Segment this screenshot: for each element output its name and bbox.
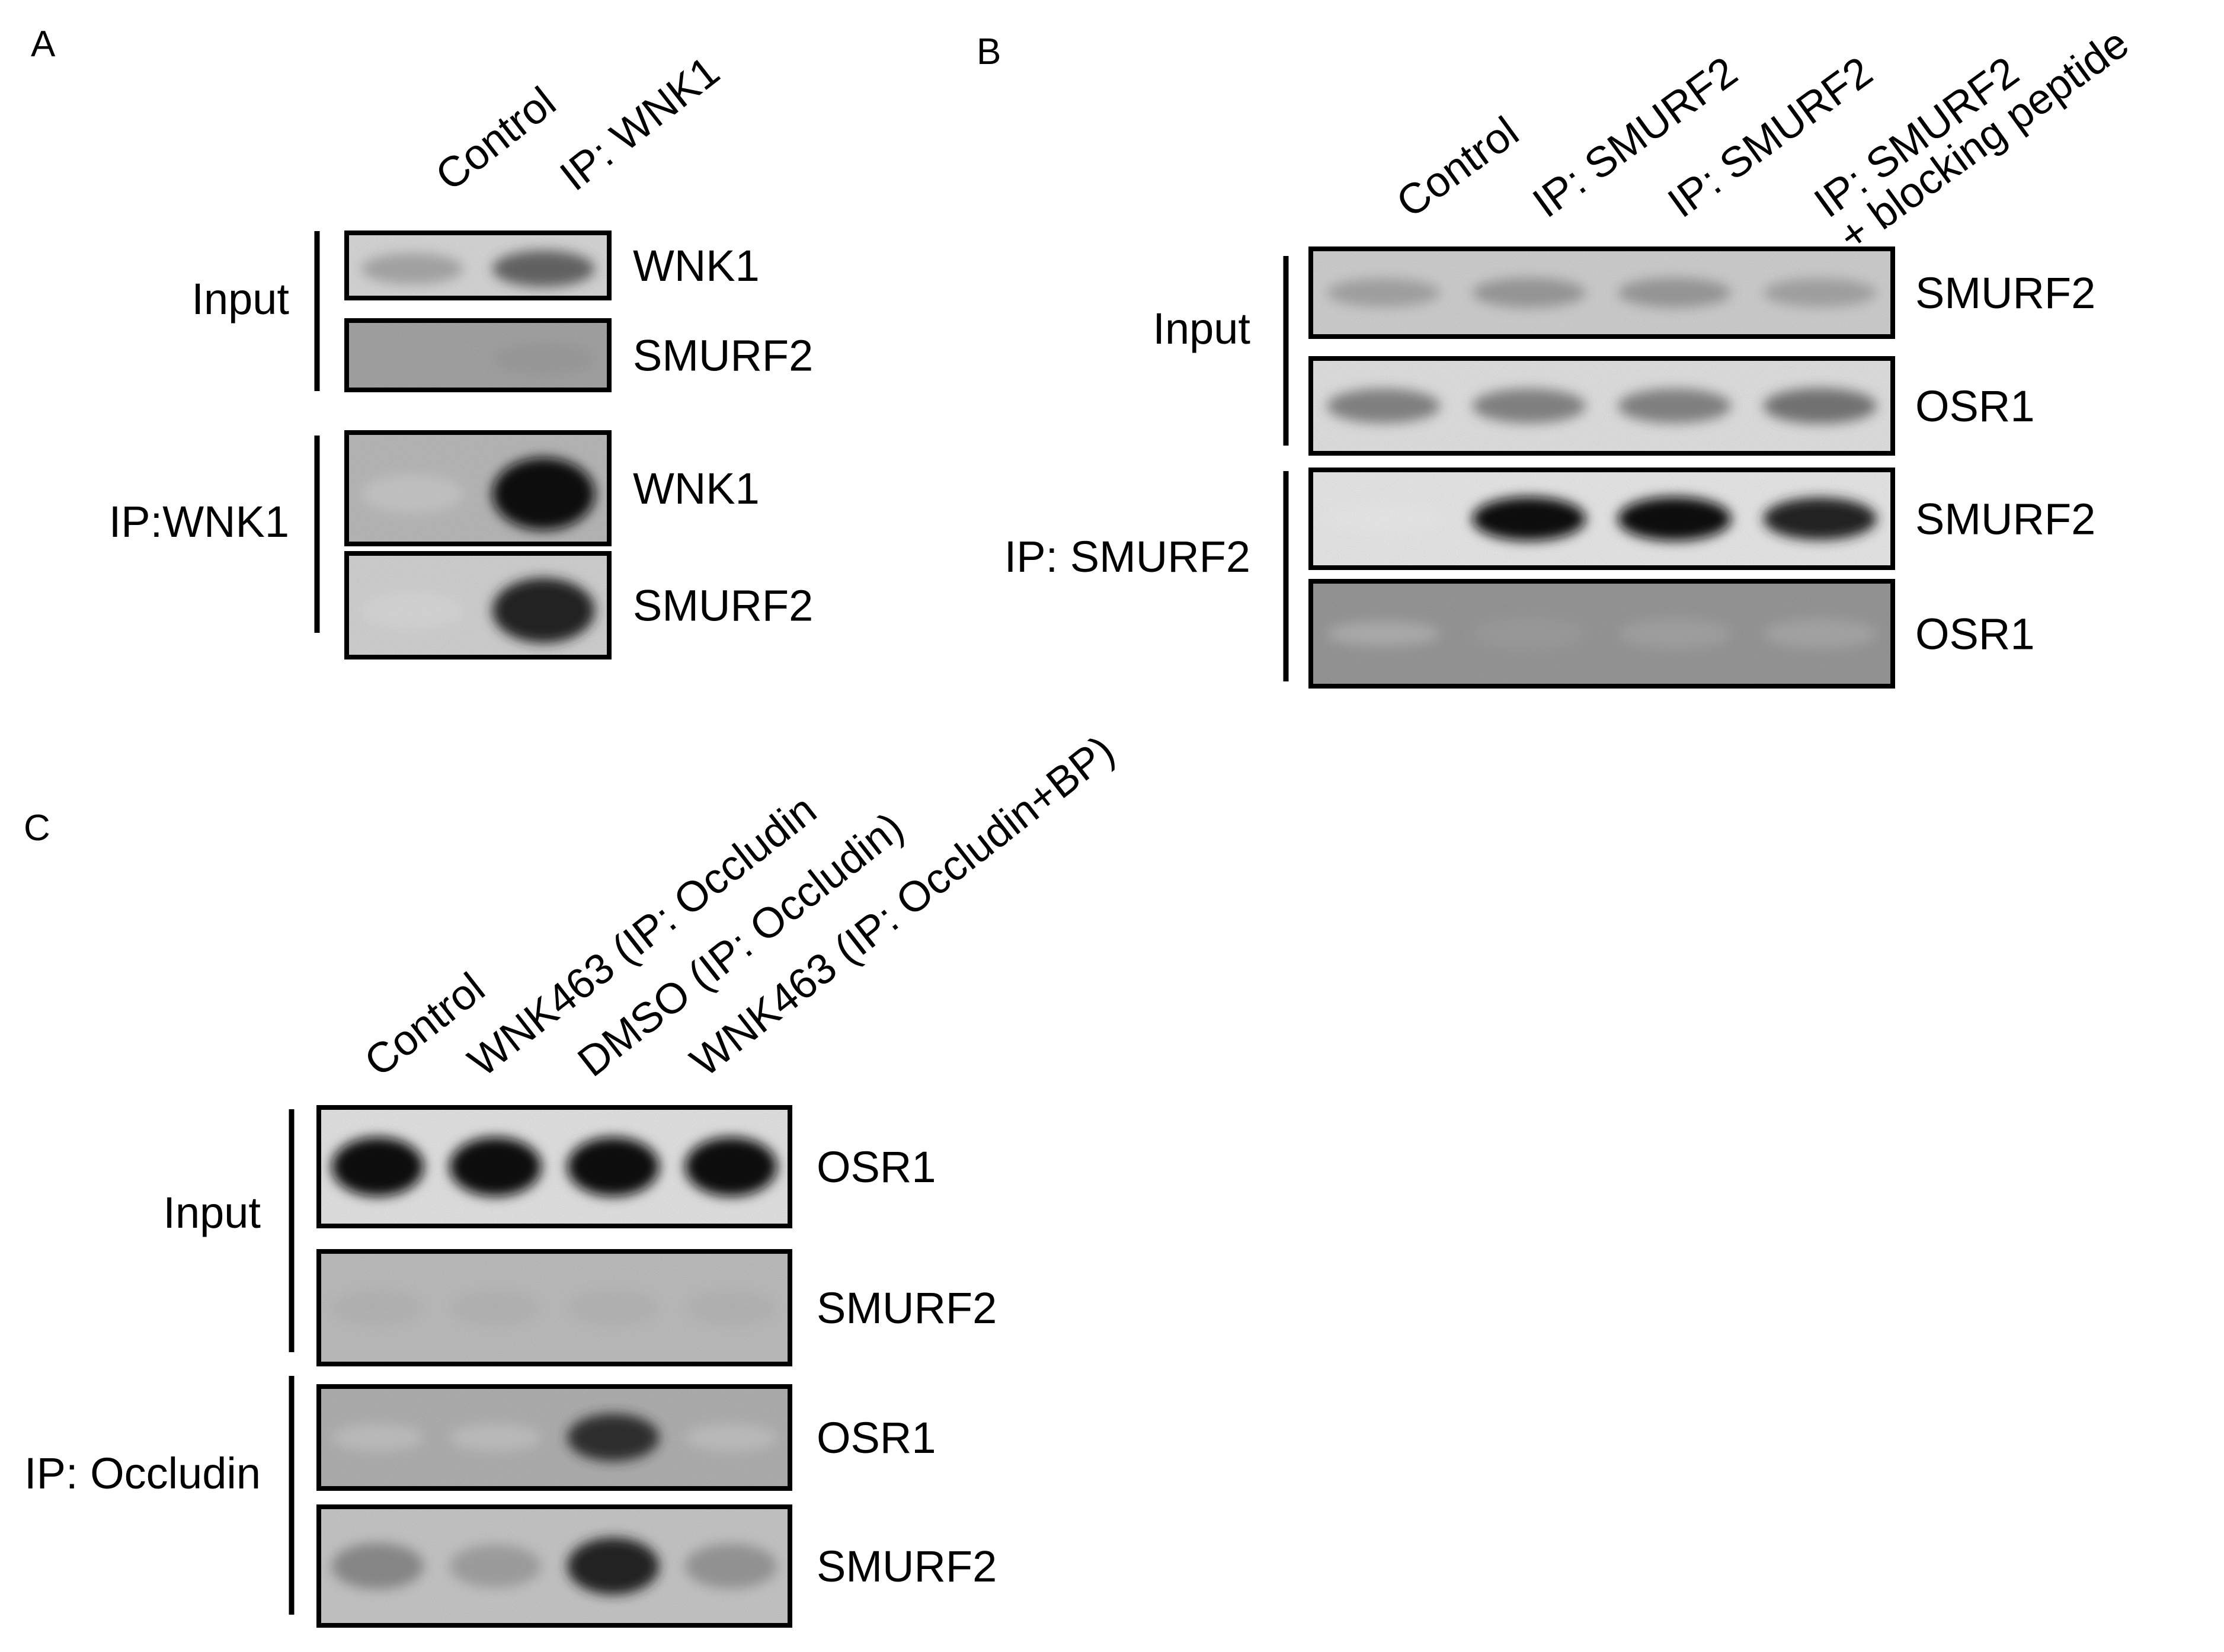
band [567,1137,660,1196]
blot-label: SMURF2 [1915,268,2095,318]
band [1618,277,1732,308]
band [492,250,595,287]
band [331,1137,424,1196]
blot-label: SMURF2 [633,581,813,630]
band [449,1137,542,1196]
blot-label: SMURF2 [1915,495,2095,544]
blot-label: OSR1 [1915,610,2035,659]
group-label: IP: SMURF2 [1004,532,1250,581]
band [1472,497,1586,541]
blot-label: OSR1 [817,1413,936,1462]
band [361,343,464,374]
band [361,592,464,629]
band [1763,388,1877,424]
lane-label: Control [427,78,565,200]
blot-frame [316,1105,792,1228]
blot-label: SMURF2 [817,1283,997,1333]
band [1327,507,1441,530]
band [449,1289,542,1327]
band [685,1137,777,1196]
group-label: IP:WNK1 [109,497,289,546]
blot-strip [1308,468,1895,570]
band [1472,277,1586,308]
band [331,1289,424,1327]
band [449,1424,542,1451]
band [1618,388,1732,424]
band [1763,497,1877,540]
blot-strip [344,430,612,546]
band [685,1424,777,1451]
blot-label: WNK1 [633,241,760,290]
band [331,1542,424,1590]
group-label: Input [191,274,289,324]
blot-frame [316,1249,792,1366]
band [361,474,464,513]
blot-frame [344,430,612,546]
band [1472,617,1586,650]
blot-strip [1308,356,1895,456]
blot-label: SMURF2 [633,331,813,380]
band [1763,619,1877,649]
blot-strip [344,318,612,392]
lane-label: IP: WNK1 [552,47,728,200]
blot-label: WNK1 [633,464,760,513]
lane-label: WNK463 (IP: Occludin+BP) [682,726,1124,1086]
band [492,578,595,643]
blot-strip [344,230,612,300]
lane-label: Control [356,964,494,1086]
blot-frame [1308,468,1895,570]
panel-letter: C [24,808,50,849]
band [449,1544,542,1588]
blot-strip [316,1249,792,1366]
blot-frame [344,230,612,300]
panel-letter: A [31,24,56,65]
band [361,253,464,284]
band [331,1424,424,1451]
group-label: Input [1153,304,1250,353]
band [1763,278,1877,308]
lane-label: Control [1388,108,1527,227]
band [567,1538,660,1595]
blot-strip [1308,246,1895,339]
band [492,457,595,530]
band [685,1544,777,1589]
band [567,1289,660,1327]
band [492,342,595,375]
band [685,1289,777,1327]
band [1327,621,1441,646]
band [1618,618,1732,649]
band [1327,388,1441,424]
blot-strip [316,1504,792,1628]
band [1327,278,1441,308]
blot-label: OSR1 [1915,382,2035,431]
blot-frame [344,551,612,659]
band [1472,388,1586,424]
blot-frame [1308,579,1895,689]
band [1618,497,1732,541]
band [567,1413,660,1462]
panel-letter: B [977,31,1001,72]
group-label: Input [163,1188,261,1237]
group-label: IP: Occludin [24,1449,261,1498]
blot-strip [316,1384,792,1491]
blot-label: OSR1 [817,1142,936,1192]
blot-label: SMURF2 [817,1542,997,1591]
blot-strip [1308,579,1895,689]
blot-strip [344,551,612,659]
blot-strip [316,1105,792,1228]
lane-label: IP: SMURF2+ blocking peptide [1806,0,2137,261]
blot-frame [316,1384,792,1491]
blot-frame [344,318,612,392]
blot-frame [1308,356,1895,456]
blot-frame [1308,246,1895,339]
blot-frame [316,1504,792,1628]
